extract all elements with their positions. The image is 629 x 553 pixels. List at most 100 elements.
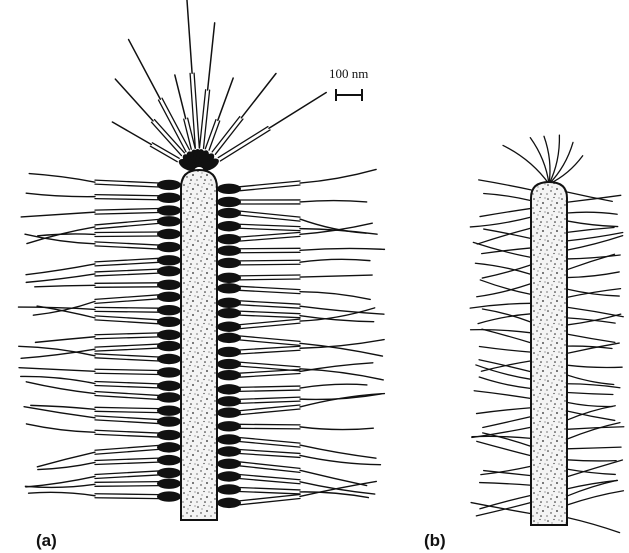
panel-b-bristle: [567, 365, 622, 367]
panel-a-bristle: [129, 40, 161, 100]
panel-a-knob: [157, 193, 181, 203]
panel-a-knob: [217, 322, 241, 332]
panel-b-bristle: [544, 136, 550, 184]
panel-a-bristle: [218, 127, 268, 158]
panel-a-bristle: [239, 386, 300, 387]
panel-a-bristle: [31, 405, 95, 409]
panel-a-bristle: [95, 287, 159, 288]
panel-a-bristle: [239, 373, 300, 377]
panel-a-bristle: [300, 384, 367, 388]
panel-a-bristle: [239, 260, 300, 261]
panel-b-bristle: [567, 334, 615, 342]
panel-a-bristle: [95, 295, 159, 300]
panel-a-bristle: [95, 392, 159, 396]
panel-a-knob: [217, 184, 241, 194]
panel-a-knob: [217, 197, 241, 207]
panel-a-bristle: [95, 369, 159, 370]
panel-a-bristle: [150, 146, 177, 162]
panel-a-bristle: [26, 382, 95, 394]
panel-a-bristle: [95, 333, 159, 335]
panel-a-bristle: [239, 224, 300, 226]
panel-a-bristle: [239, 390, 300, 391]
panel-a-bristle: [35, 337, 95, 343]
panel-a-bristle: [95, 307, 159, 308]
panel-a-bristle: [95, 411, 159, 412]
panel-b-bristle: [477, 284, 531, 297]
panel-b-bristle: [567, 423, 620, 440]
panel-a-bristle: [95, 486, 159, 487]
panel-a-knob: [217, 308, 241, 318]
panel-b-bristle: [482, 329, 531, 343]
panel-a-bristle: [38, 462, 95, 469]
panel-a-bristle: [239, 275, 300, 276]
panel-a-bristle: [95, 320, 159, 324]
panel-a-knob: [217, 359, 241, 369]
panel-a-knob: [217, 208, 241, 218]
panel-a-bristle: [239, 369, 300, 373]
panel-a-knob: [217, 273, 241, 283]
panel-a-bristle: [300, 275, 372, 277]
panel-b-bristle: [473, 242, 531, 257]
panel-a-bristle: [239, 315, 300, 318]
panel-a-bristle: [300, 306, 384, 314]
panel-a-knob: [217, 221, 241, 231]
panel-a-knob: [157, 216, 181, 226]
panel-a-bristle: [26, 193, 95, 197]
panel-a-bristle: [239, 428, 300, 429]
panel-a-bristle: [239, 346, 300, 350]
panel-a-bristle: [239, 491, 300, 493]
panel-b-bristle: [567, 221, 618, 227]
panel-b-bristle: [482, 265, 531, 278]
panel-a-bristle: [241, 73, 276, 117]
panel-b-bristle: [567, 460, 616, 461]
panel-a-knob: [217, 384, 241, 394]
panel-a-bristle: [95, 498, 159, 499]
panel-b-bristle: [567, 272, 619, 278]
panel-a-knob: [157, 405, 181, 415]
panel-a-bristle: [239, 236, 300, 241]
panel-a-knob: [157, 330, 181, 340]
panel-a-bristle: [26, 264, 95, 275]
panel-a-bristle: [300, 201, 367, 202]
panel-b-bristle: [567, 254, 615, 269]
panel-b-bristle: [479, 377, 531, 388]
panel-a-bristle: [239, 290, 300, 293]
panel-a-bristle: [95, 382, 159, 384]
panel-a-bristle: [239, 301, 300, 304]
panel-a-bristle: [184, 119, 191, 149]
panel-a-bristle: [95, 373, 159, 374]
panel-a-knob: [217, 333, 241, 343]
panel-a-knob: [157, 455, 181, 465]
panel-b-bristle: [482, 248, 531, 254]
panel-a-bristle: [239, 311, 300, 314]
panel-b-bristle: [470, 217, 531, 227]
panel-a-bristle: [95, 348, 159, 351]
panel-a-bristle: [186, 0, 192, 73]
panel-a-knob: [217, 459, 241, 469]
panel-a-knob: [217, 446, 241, 456]
panel-a-bristle: [21, 212, 95, 217]
panel-a-bristle: [95, 358, 159, 361]
panel-a-knob: [157, 255, 181, 265]
panel-a-knob: [157, 242, 181, 252]
panel-a-bristle: [208, 23, 215, 90]
panel-a-bristle: [95, 299, 159, 304]
panel-a-bristle: [220, 130, 270, 161]
panel-b-bristle: [567, 411, 615, 420]
panel-a-bristle: [300, 248, 384, 250]
panel-a-knob: [157, 180, 181, 190]
panel-a-bristle: [239, 424, 300, 425]
panel-a-bristle: [26, 274, 95, 282]
panel-a-knob: [217, 408, 241, 418]
panel-a-bristle: [112, 122, 151, 145]
panel-a-knob: [157, 341, 181, 351]
panel-b-bristle: [477, 408, 531, 414]
panel-a-bristle: [38, 234, 95, 236]
panel-a-bristle: [239, 401, 300, 403]
panel-a-bristle: [95, 184, 159, 187]
panel-a-knob: [157, 280, 181, 290]
panel-a-bristle: [95, 246, 159, 249]
panel-a-knob: [157, 392, 181, 402]
panel-a-bristle: [95, 434, 159, 437]
panel-a-knob: [157, 292, 181, 302]
